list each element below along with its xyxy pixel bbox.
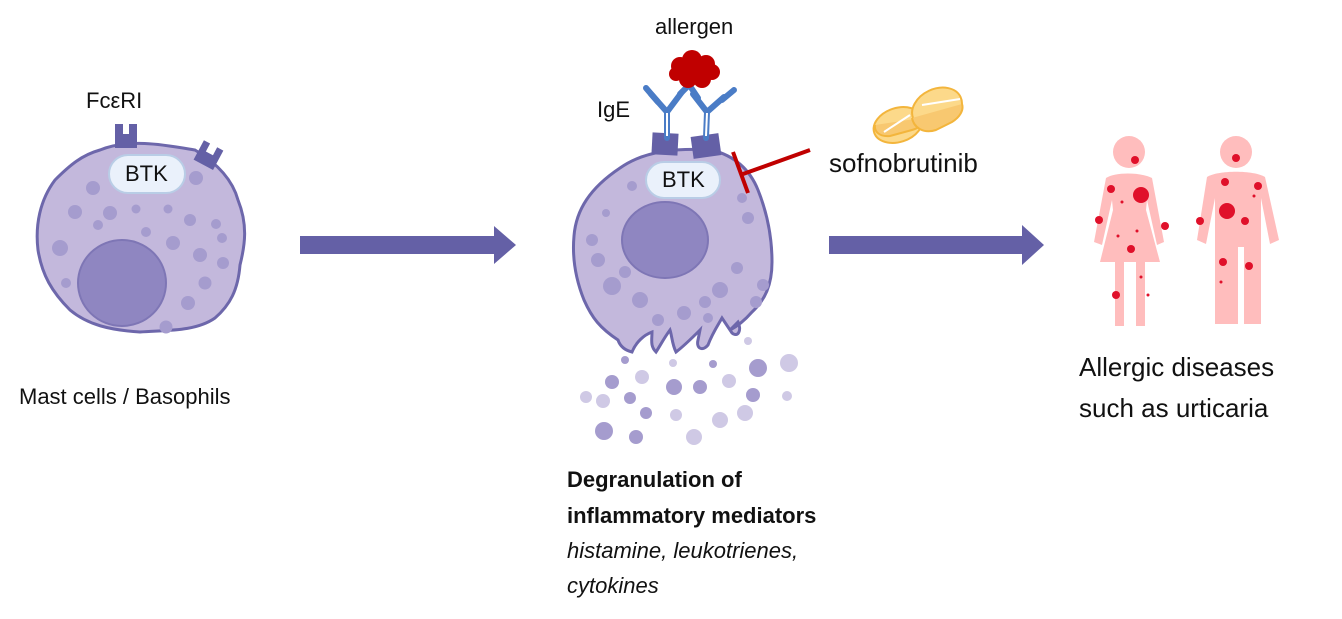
- arrow-right: [829, 225, 1044, 265]
- mast-cell-resting: [35, 124, 247, 334]
- cell-type-caption: Mast cells / Basophils: [19, 384, 231, 409]
- ige-label: IgE: [597, 97, 631, 122]
- btk-label: BTK: [662, 167, 705, 192]
- released-granules: [580, 337, 798, 445]
- arrow-right: [300, 226, 516, 264]
- btk-label: BTK: [125, 161, 168, 186]
- fceri-label: FcεRI: [86, 88, 143, 113]
- rash-spots: [1095, 154, 1262, 299]
- inhibition-t-bar: [731, 148, 811, 194]
- mediators-line1: histamine, leukotrienes,: [567, 538, 799, 563]
- ige-antibody: [643, 81, 737, 141]
- allergen-cluster: [669, 50, 720, 88]
- ige-antibody-core: [666, 112, 708, 137]
- mediators-line2: cytokines: [567, 573, 659, 598]
- fceri-receptor: [651, 132, 722, 159]
- btk-capsule: [108, 154, 186, 194]
- granules: [586, 181, 769, 326]
- nucleus: [77, 239, 167, 327]
- drug-name: sofnobrutinib: [829, 148, 978, 178]
- btk-capsule: [645, 161, 721, 199]
- people-with-rash-icon: [1094, 136, 1279, 326]
- degranulation-title-line2: inflammatory mediators: [567, 503, 817, 528]
- outcome-line2: such as urticaria: [1079, 393, 1269, 423]
- mast-cell-activated: [572, 50, 811, 445]
- degranulation-title-line1: Degranulation of: [567, 467, 742, 492]
- outcome-line1: Allergic diseases: [1079, 352, 1275, 382]
- allergen-label: allergen: [655, 14, 734, 39]
- granules: [52, 171, 229, 334]
- fceri-receptor: [193, 140, 224, 170]
- fceri-receptor: [115, 124, 137, 148]
- nucleus: [621, 201, 709, 279]
- pill-icon: [872, 86, 964, 144]
